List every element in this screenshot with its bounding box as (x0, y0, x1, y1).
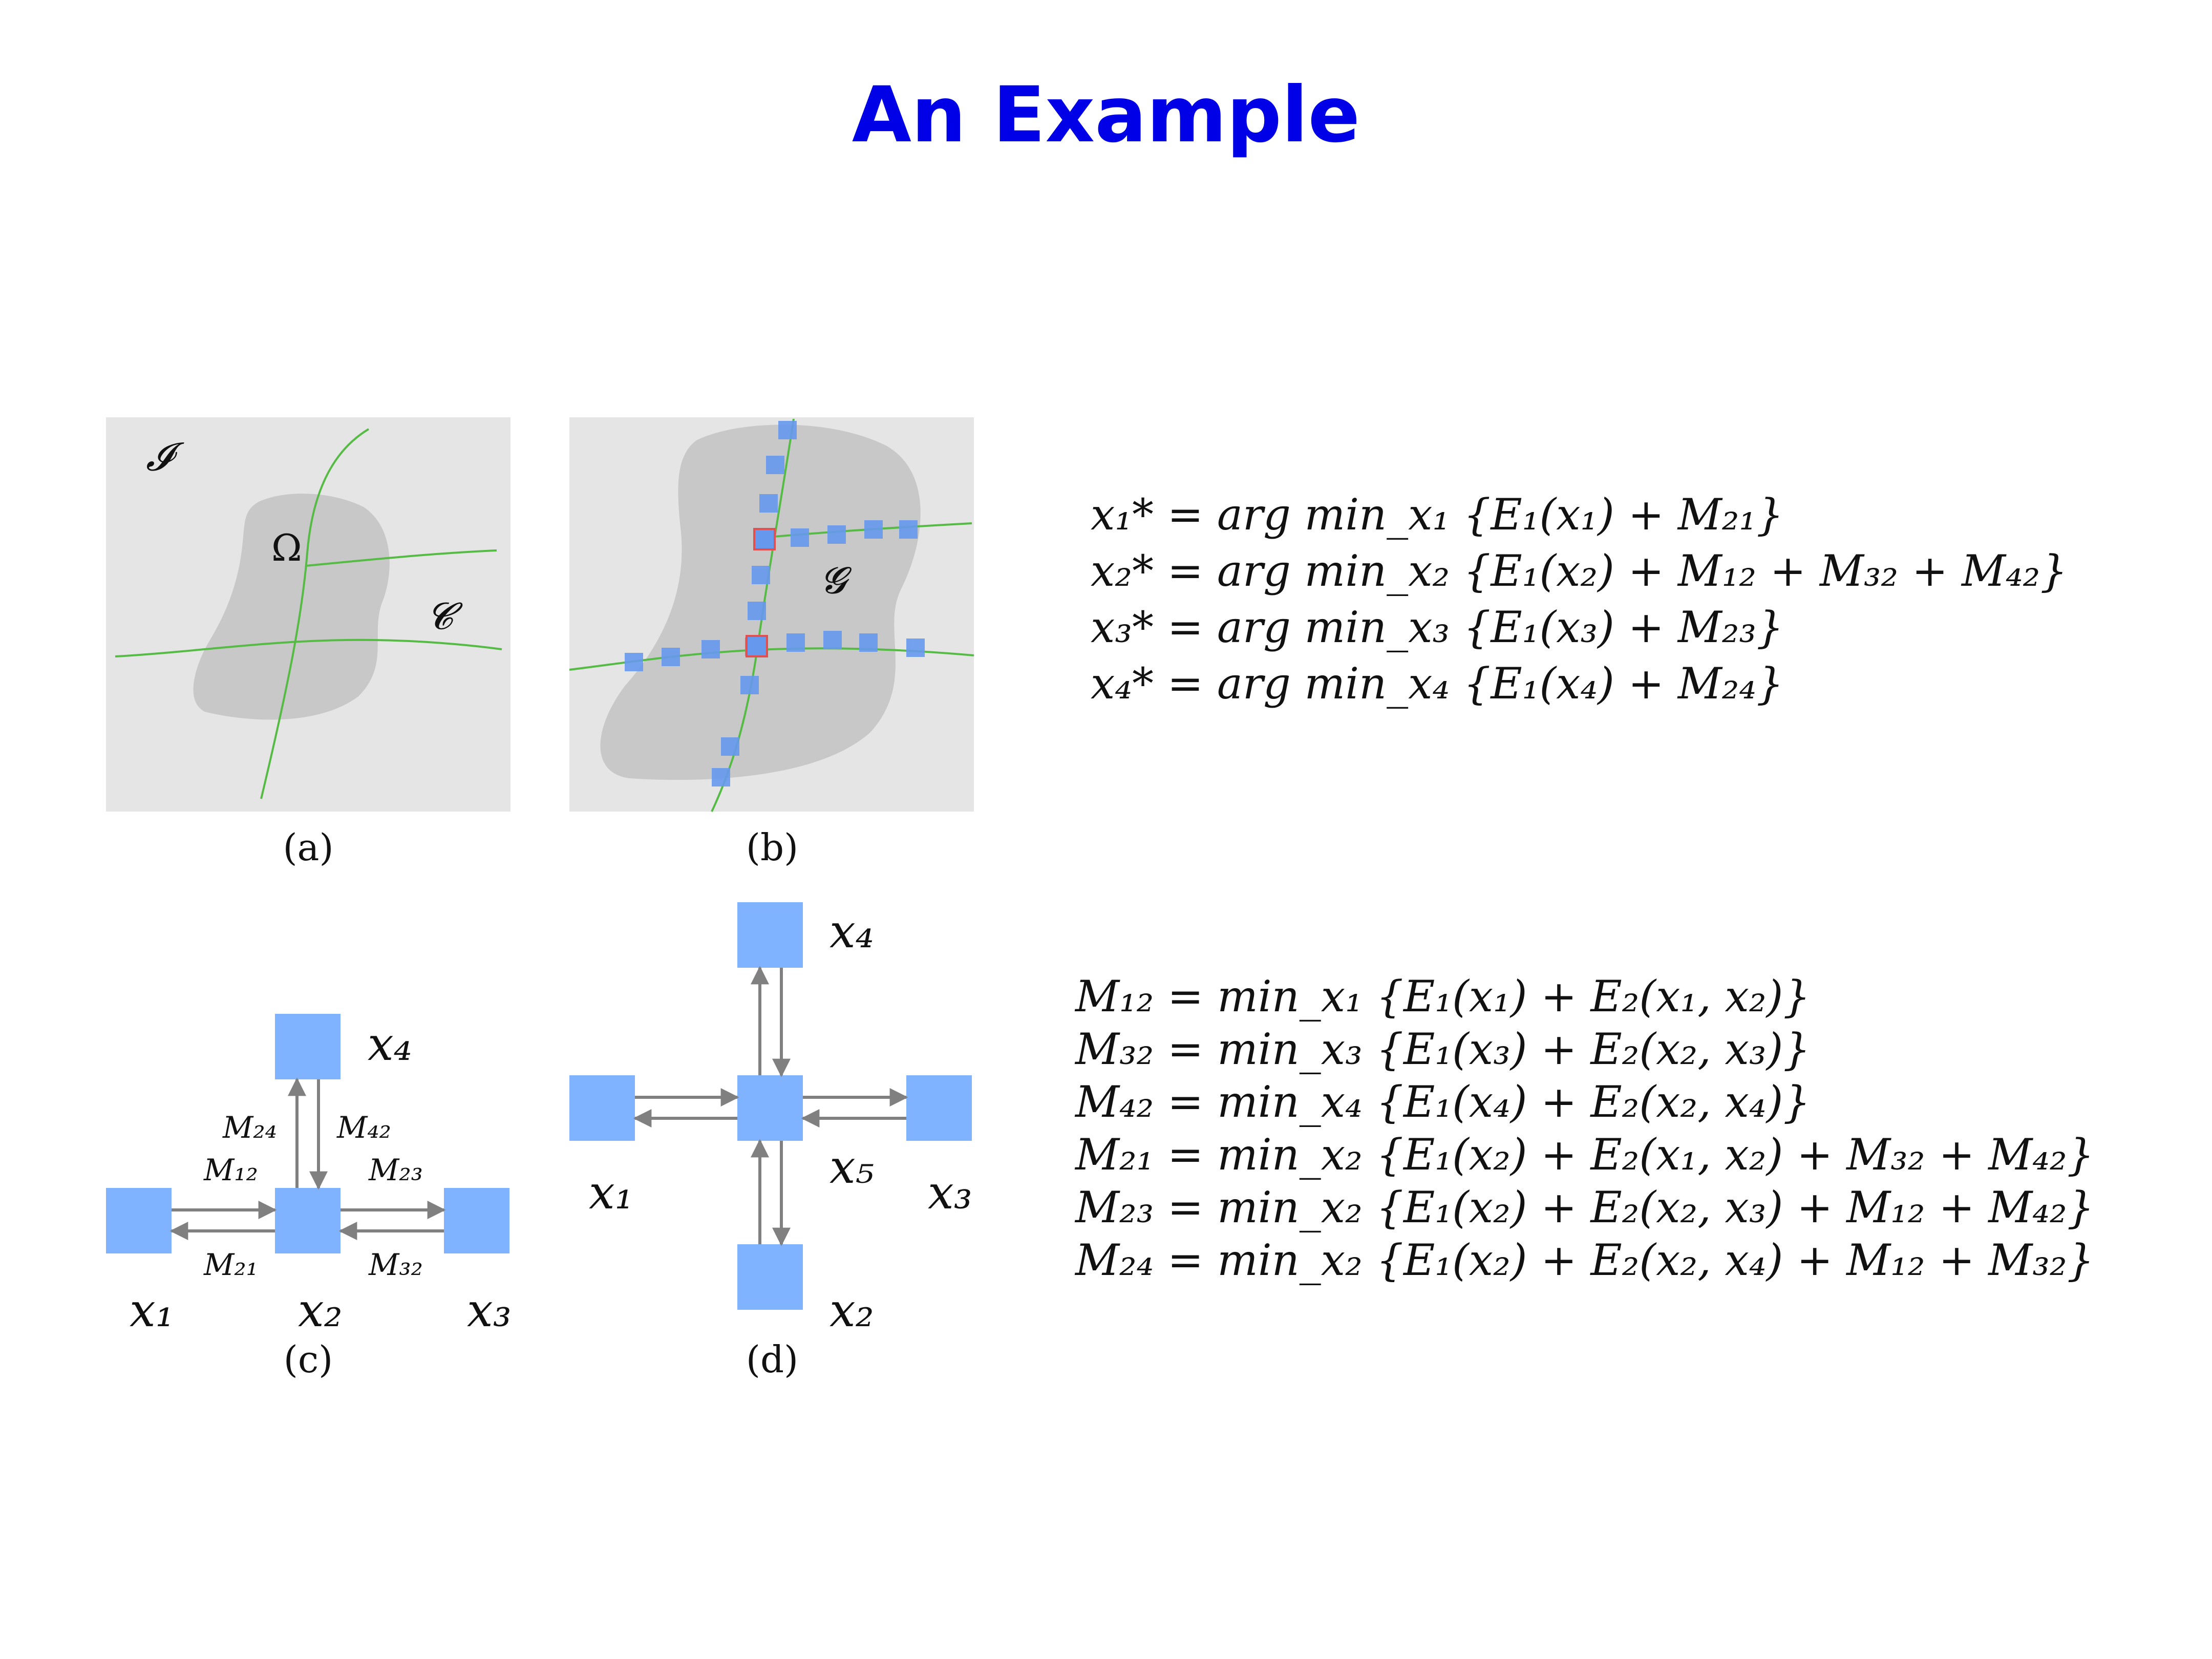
node-d-x1 (569, 1075, 635, 1141)
graph-node (712, 768, 730, 786)
graph-node (864, 520, 883, 539)
node-labels-c: x₁ x₂ x₃ x₄ (130, 1017, 512, 1337)
graph-node (778, 421, 797, 439)
node-x2 (275, 1188, 341, 1253)
graph-node (625, 653, 643, 671)
label-omega: Ω (271, 526, 302, 569)
node-d-x4 (737, 902, 803, 968)
node-x1 (106, 1188, 172, 1253)
node-x3 (444, 1188, 509, 1253)
label-node-x4: x₄ (368, 1017, 412, 1071)
graph-node (748, 602, 766, 620)
graph-node (823, 631, 842, 649)
graph-node (899, 520, 918, 539)
label-m21: M₂₁ (203, 1247, 258, 1282)
graph-node (827, 525, 846, 544)
equation-m12: M₁₂ = min_x₁ {E₁(x₁) + E₂(x₁, x₂)} (1075, 971, 1811, 1022)
graph-node-junction (746, 635, 768, 657)
label-d-x1: x₁ (589, 1166, 633, 1220)
node-d-x5 (737, 1075, 803, 1141)
equation-x3-star: x₃* = arg min_x₃ {E₁(x₃) + M₂₃} (1091, 602, 1784, 652)
equations-bottom: M₁₂ = min_x₁ {E₁(x₁) + E₂(x₁, x₂)} M₃₂ =… (1075, 970, 2094, 1287)
equation-m23: M₂₃ = min_x₂ {E₁(x₂) + E₂(x₂, x₃) + M₁₂ … (1075, 1182, 2095, 1232)
graph-node (906, 639, 925, 657)
curve-upper-horizontal (306, 549, 497, 567)
arrows-c (169, 1077, 446, 1240)
node-d-x3 (906, 1075, 972, 1141)
node-labels-d: x₄ x₁ x₅ x₃ x₂ (589, 905, 972, 1337)
graph-node (791, 528, 809, 547)
graph-node (721, 737, 739, 756)
label-m24: M₂₄ (222, 1110, 277, 1145)
curve-vertical (260, 428, 370, 799)
label-m32: M₃₂ (368, 1247, 423, 1282)
label-node-x1: x₁ (130, 1284, 174, 1337)
graph-node (766, 456, 784, 474)
message-labels: M₂₄ M₄₂ M₁₂ M₂₃ M₂₁ M₃₂ (203, 1110, 423, 1282)
equation-m21: M₂₁ = min_x₂ {E₁(x₂) + E₂(x₁, x₂) + M₃₂ … (1075, 1130, 2095, 1180)
equations-top: x₁* = arg min_x₁ {E₁(x₁) + M₂₁} x₂* = ar… (1091, 486, 2068, 712)
label-m23: M₂₃ (368, 1153, 423, 1187)
label-d-x3: x₃ (928, 1166, 972, 1220)
panel-c: M₂₄ M₄₂ M₁₂ M₂₃ M₂₁ M₃₂ x₁ x₂ x₃ x₄ (c) (106, 1014, 512, 1381)
equation-x1-star: x₁* = arg min_x₁ {E₁(x₁) + M₂₁} (1091, 490, 1784, 540)
graph-node (759, 494, 778, 513)
region-omega (193, 493, 390, 720)
node-x4 (275, 1014, 341, 1079)
caption-d: (d) (746, 1338, 798, 1381)
equation-m32: M₃₂ = min_x₃ {E₁(x₃) + E₂(x₂, x₃)} (1075, 1024, 1811, 1074)
label-d-x4: x₄ (830, 905, 874, 959)
label-m42: M₄₂ (336, 1110, 391, 1145)
equation-x4-star: x₄* = arg min_x₄ {E₁(x₄) + M₂₄} (1091, 658, 1784, 709)
label-node-x2: x₂ (298, 1284, 343, 1337)
graph-node-junction (753, 528, 776, 550)
graph-node (662, 648, 680, 666)
graph-node (740, 676, 759, 694)
graph-node (752, 566, 770, 584)
caption-c: (c) (284, 1338, 333, 1381)
panel-a: 𝓘 Ω 𝓒 (a) (106, 417, 511, 869)
label-node-x3: x₃ (467, 1284, 512, 1337)
equation-x2-star: x₂* = arg min_x₂ {E₁(x₂) + M₁₂ + M₃₂ + M… (1091, 546, 2068, 596)
caption-b: (b) (746, 826, 798, 869)
node-d-x2 (737, 1244, 803, 1310)
curve-lower-horizontal (115, 639, 502, 657)
graph-node (701, 640, 720, 658)
arrows-d (633, 966, 908, 1246)
label-d-x2: x₂ (830, 1284, 874, 1337)
equation-m24: M₂₄ = min_x₂ {E₁(x₂) + E₂(x₂, x₄) + M₁₂ … (1075, 1235, 2095, 1285)
label-m12: M₁₂ (203, 1153, 258, 1187)
panel-d: x₄ x₁ x₅ x₃ x₂ (d) (569, 902, 972, 1381)
graph-node (786, 633, 805, 652)
slide-title: An Example (852, 71, 1360, 160)
equation-m42: M₄₂ = min_x₄ {E₁(x₄) + E₂(x₂, x₄)} (1075, 1077, 1811, 1127)
curve-lower-horizontal-b (569, 647, 974, 671)
graph-node (859, 633, 878, 652)
curve-upper-horizontal-b (762, 522, 972, 539)
panel-b: 𝓖 (b) (569, 417, 974, 869)
label-d-x5: x₅ (830, 1140, 874, 1194)
caption-a: (a) (283, 826, 333, 869)
